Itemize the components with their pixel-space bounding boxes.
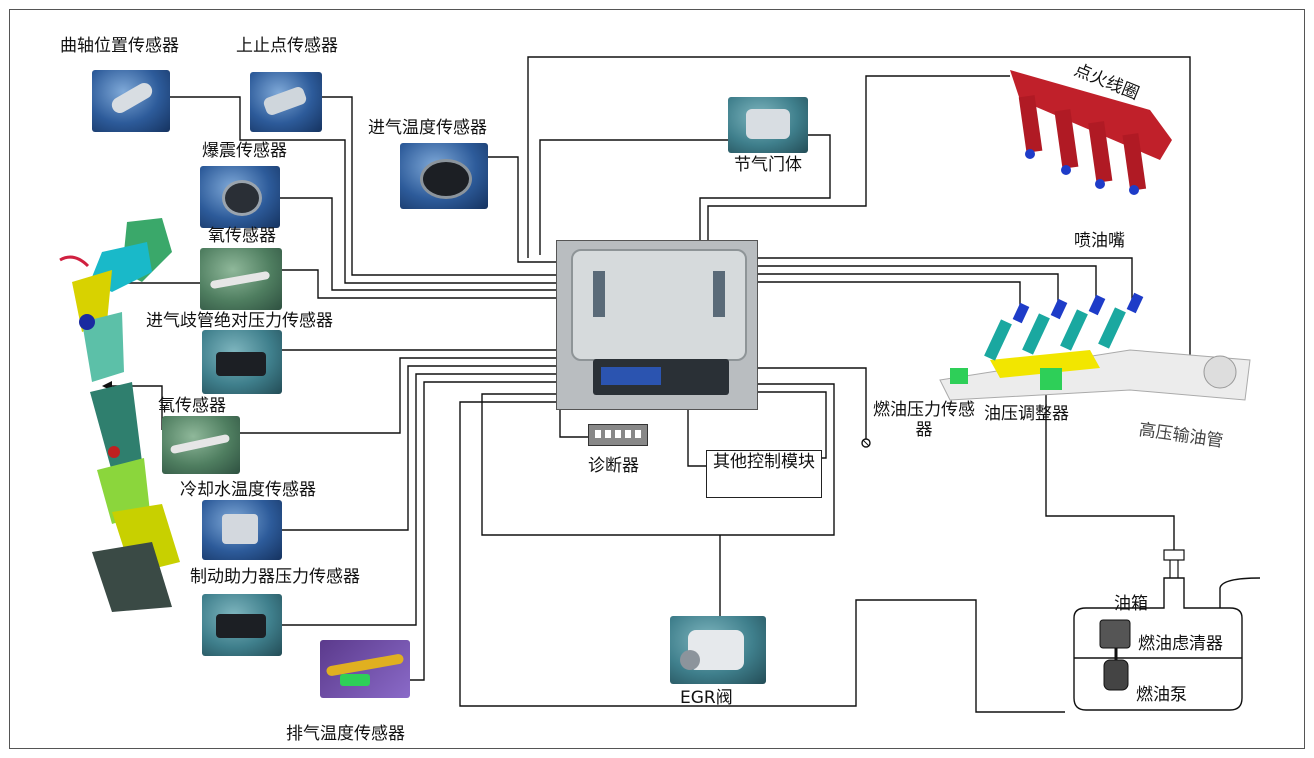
label-throttle: 节气门体 [734,155,802,175]
label-crankshaft: 曲轴位置传感器 [60,36,179,56]
label-oxygen-2: 氧传感器 [158,396,226,416]
intake-temp-sensor-image [400,143,488,209]
exhaust-temp-sensor-image [320,640,410,698]
label-egr: EGR阀 [680,688,733,708]
knock-sensor-image [200,166,280,228]
label-fuel-pressure-sensor: 燃油压力传感器 [873,400,975,440]
brake-booster-sensor-image [202,594,282,656]
label-map: 进气歧管绝对压力传感器 [146,311,333,331]
label-other-module: 其他控制模块 [713,452,815,472]
other-control-module-box [706,450,822,498]
throttle-body-image [728,97,808,153]
oxygen-sensor-1-image [200,248,282,310]
label-exhaust-temp: 排气温度传感器 [286,724,405,744]
crankshaft-sensor-image [92,70,170,132]
label-coolant: 冷却水温度传感器 [180,480,316,500]
fuel-tank-illustration [1073,549,1261,711]
ignition-coil-illustration [1010,70,1172,195]
label-injector: 喷油嘴 [1074,231,1125,251]
label-regulator: 油压调整器 [984,404,1069,424]
label-tdc: 上止点传感器 [236,36,338,56]
label-diagnostic: 诊断器 [588,456,639,476]
map-sensor-image [202,330,282,394]
coolant-sensor-image [202,500,282,560]
ecu-unit [556,240,758,410]
label-knock: 爆震传感器 [202,141,287,161]
oxygen-sensor-2-image [162,416,240,474]
label-oxygen-1: 氧传感器 [208,226,276,246]
tdc-sensor-image [250,72,322,132]
label-filter: 燃油虑清器 [1138,634,1223,654]
label-tank: 油箱 [1114,594,1148,614]
label-brake-booster: 制动助力器压力传感器 [190,567,360,587]
diagram-frame [9,9,1305,749]
engine-harness-illustration [59,218,180,612]
label-pump: 燃油泵 [1136,685,1187,705]
label-intake-temp: 进气温度传感器 [368,118,487,138]
diagnostic-connector [588,424,648,446]
egr-valve-image [670,616,766,684]
fuel-rail-illustration [939,292,1251,401]
